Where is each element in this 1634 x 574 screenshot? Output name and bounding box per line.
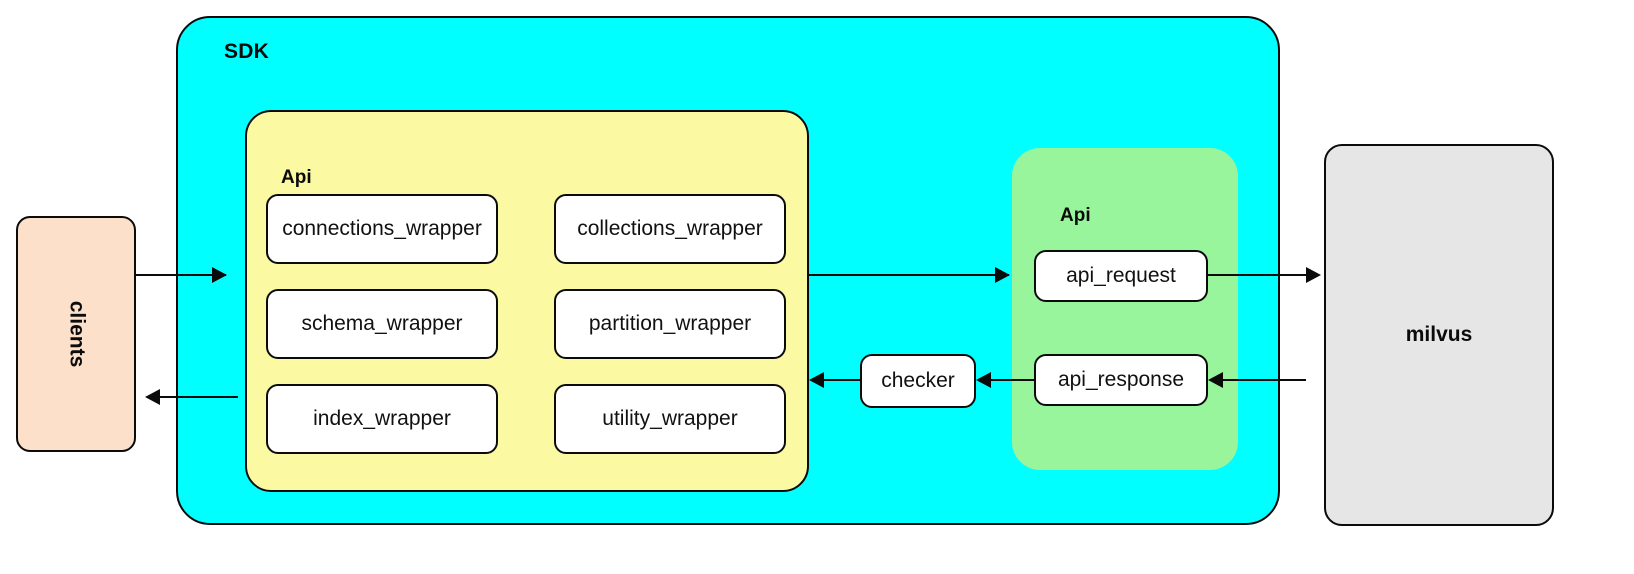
- index-wrapper-node[interactable]: index_wrapper: [266, 384, 498, 454]
- api-response-label: api_response: [1057, 368, 1185, 391]
- clients-node[interactable]: clients: [16, 216, 136, 452]
- milvus-label: milvus: [1405, 323, 1473, 346]
- api-response-node[interactable]: api_response: [1034, 354, 1208, 406]
- checker-node[interactable]: checker: [860, 354, 976, 408]
- sdk-label: SDK: [224, 40, 269, 63]
- utility-wrapper-label: utility_wrapper: [602, 407, 738, 430]
- arrowhead-api-wrapper-to-api-gateway: [995, 267, 1010, 283]
- edge-clients-to-api-wrapper: [136, 274, 226, 276]
- api-wrapper-label-line1: Api: [281, 167, 312, 188]
- edge-api-response-to-checker: [984, 379, 1034, 381]
- milvus-node[interactable]: milvus: [1324, 144, 1554, 526]
- connections-wrapper-label: connections_wrapper: [282, 217, 482, 240]
- arrowhead-checker-to-api-wrapper: [809, 372, 824, 388]
- index-wrapper-label: index_wrapper: [313, 407, 451, 430]
- partition-wrapper-node[interactable]: partition_wrapper: [554, 289, 786, 359]
- arrowhead-api-response-to-checker: [976, 372, 991, 388]
- utility-wrapper-node[interactable]: utility_wrapper: [554, 384, 786, 454]
- arrowhead-milvus-to-api-response: [1208, 372, 1223, 388]
- partition-wrapper-label: partition_wrapper: [588, 312, 752, 335]
- edge-api-wrapper-to-api-gateway: [809, 274, 1009, 276]
- collections-wrapper-node[interactable]: collections_wrapper: [554, 194, 786, 264]
- schema-wrapper-node[interactable]: schema_wrapper: [266, 289, 498, 359]
- arrowhead-api-wrapper-to-clients: [145, 389, 160, 405]
- api-request-node[interactable]: api_request: [1034, 250, 1208, 302]
- checker-label: checker: [881, 369, 955, 392]
- clients-label: clients: [65, 300, 88, 368]
- collections-wrapper-label: collections_wrapper: [577, 217, 763, 240]
- arrowhead-api-request-to-milvus: [1306, 267, 1321, 283]
- edge-checker-to-api-wrapper: [824, 379, 860, 381]
- arrowhead-clients-to-api-wrapper: [212, 267, 227, 283]
- schema-wrapper-label: schema_wrapper: [301, 312, 463, 335]
- api-request-label: api_request: [1066, 264, 1176, 287]
- api-gateway-label-line1: Api: [1060, 205, 1091, 226]
- edge-milvus-to-api-response: [1216, 379, 1306, 381]
- api-gateway-container[interactable]: Api Gateway: [1012, 148, 1238, 470]
- edge-api-request-to-milvus: [1208, 274, 1318, 276]
- connections-wrapper-node[interactable]: connections_wrapper: [266, 194, 498, 264]
- edge-api-wrapper-to-clients: [160, 396, 238, 398]
